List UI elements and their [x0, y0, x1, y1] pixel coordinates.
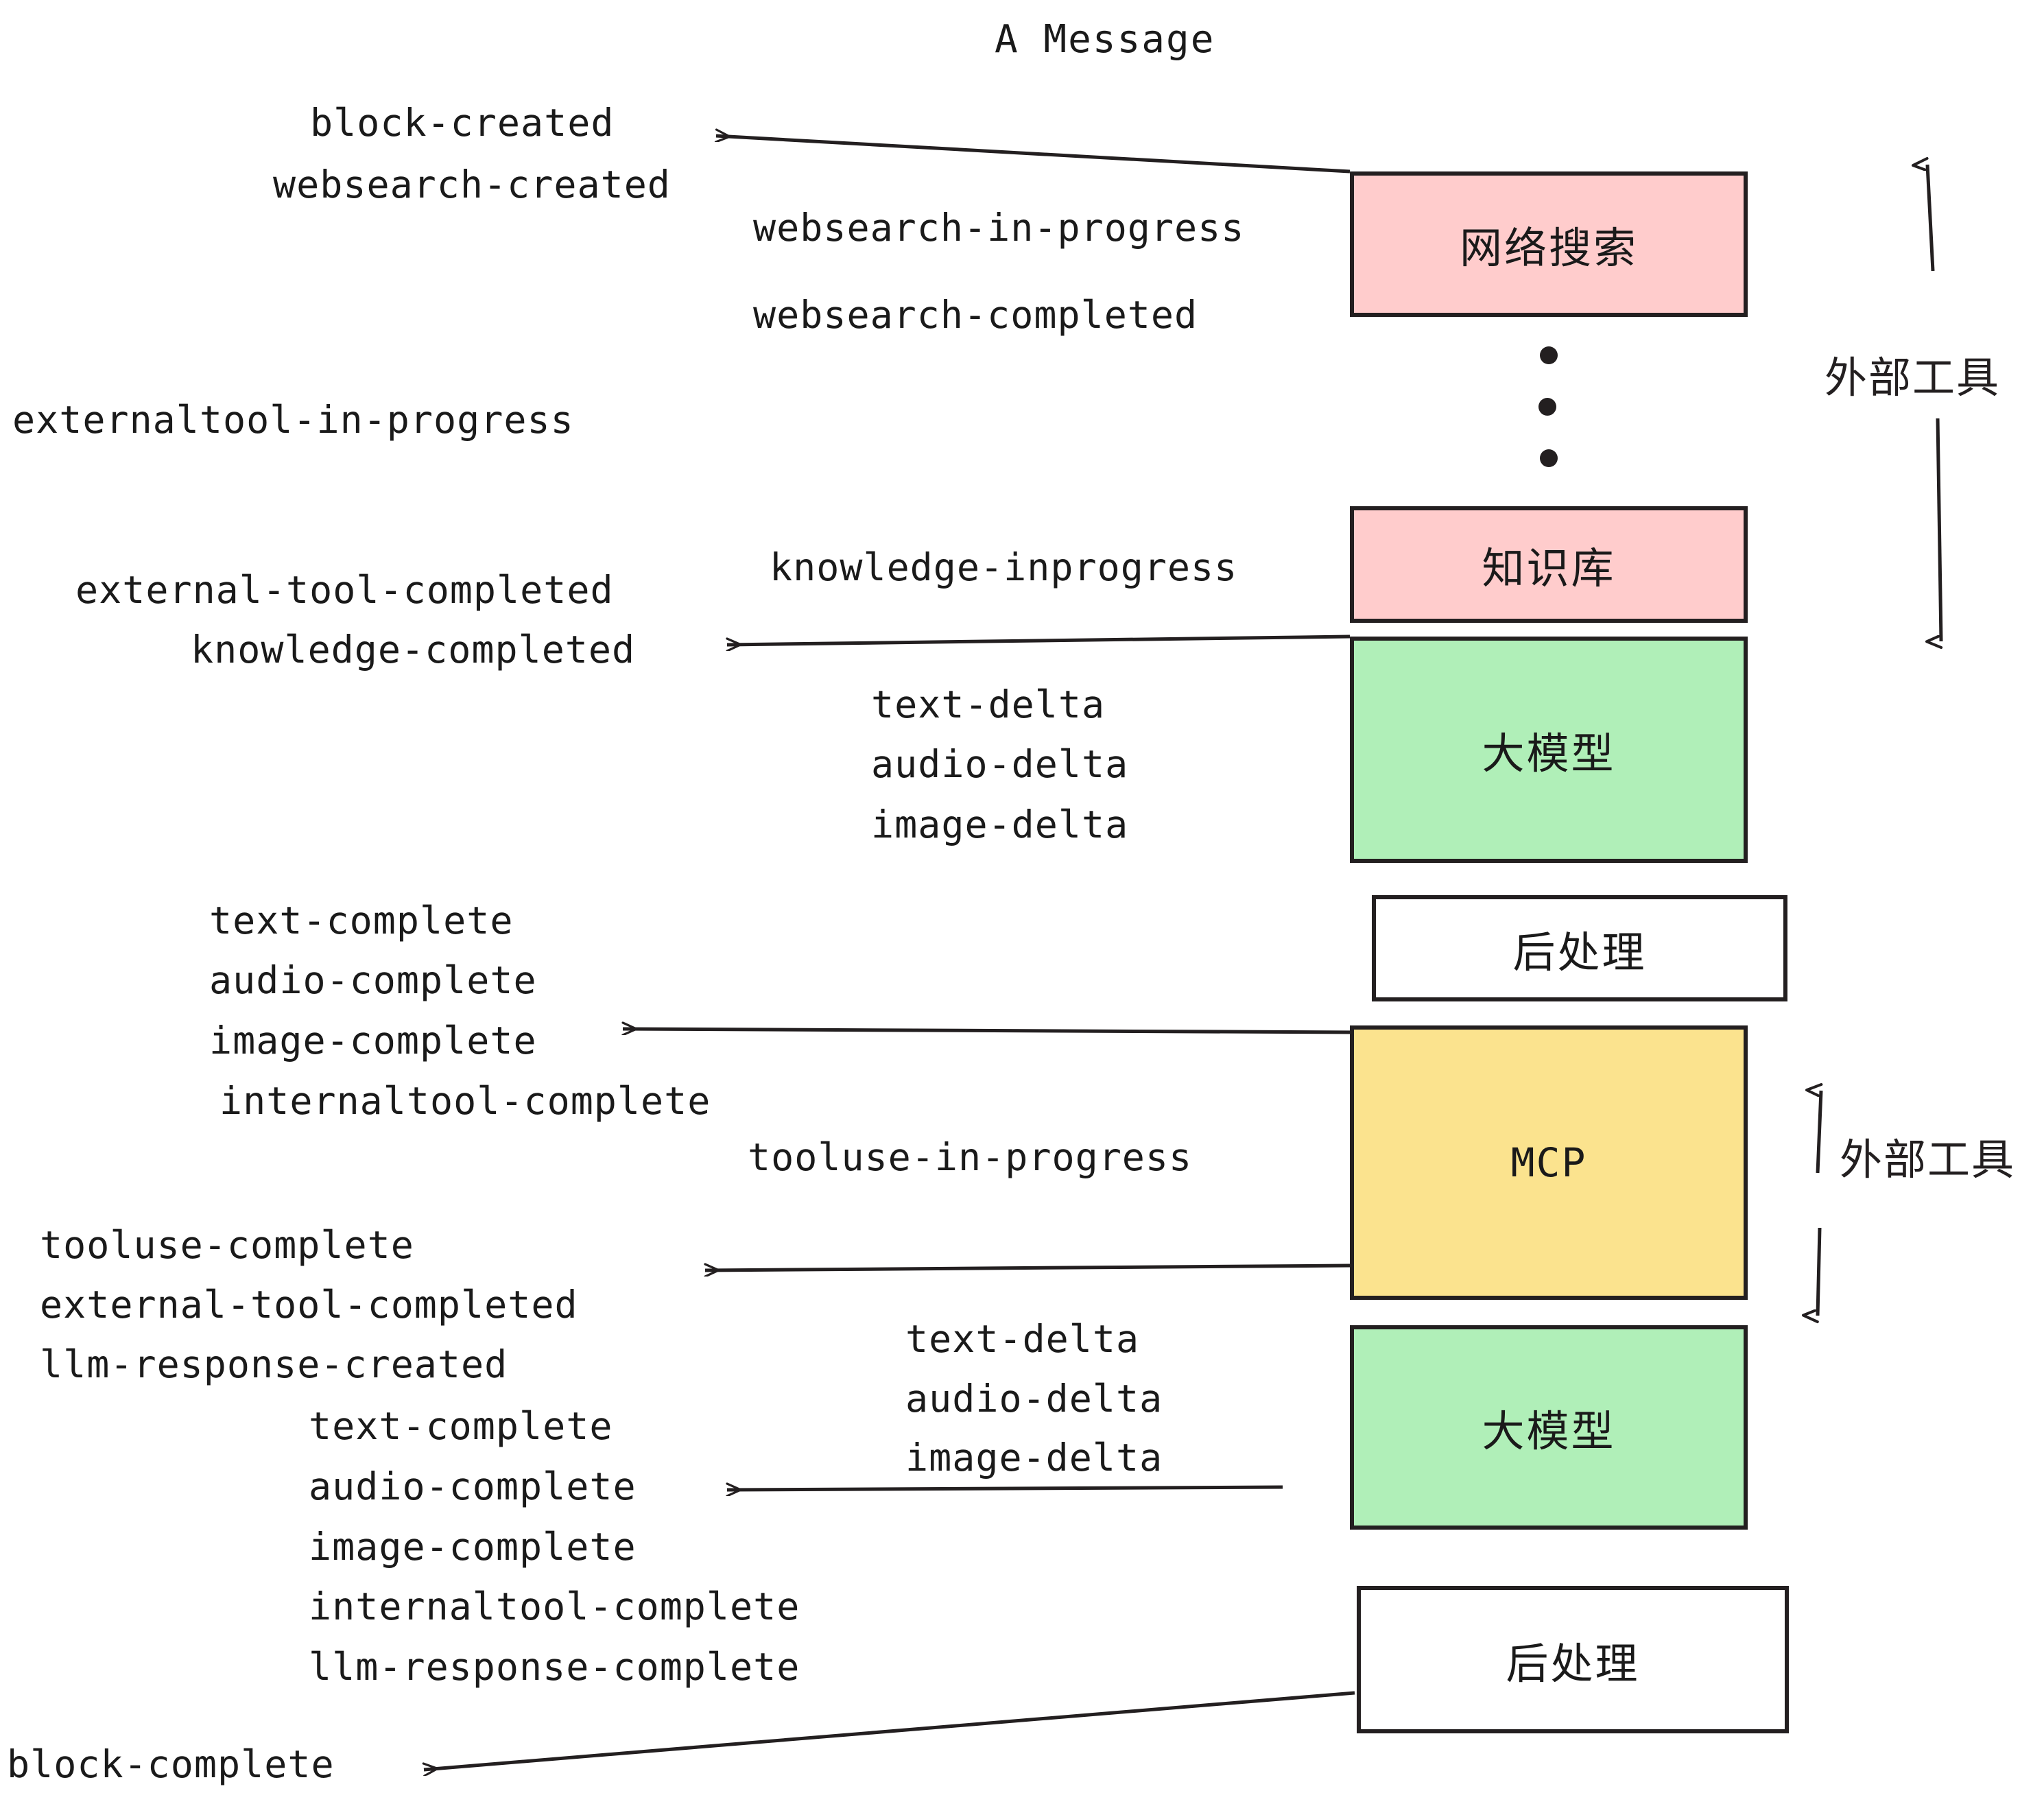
ellipsis-dot-1: [1540, 346, 1558, 364]
arrow-image-complete: [623, 1029, 1359, 1032]
arrow-websearch-created: [716, 136, 1351, 174]
event-text-delta-2: text-delta: [905, 1317, 1140, 1361]
event-tooluse-in-progress: tooluse-in-progress: [748, 1135, 1193, 1179]
event-text-complete-2: text-complete: [309, 1404, 613, 1448]
event-knowledge-completed: knowledge-completed: [191, 628, 636, 672]
event-websearch-in-progress: websearch-in-progress: [753, 206, 1245, 250]
event-llm-response-created: llm-response-created: [40, 1342, 508, 1386]
event-audio-delta-2: audio-delta: [905, 1377, 1163, 1421]
event-llm-response-complete: llm-response-complete: [309, 1645, 800, 1689]
event-externaltool-in-progress: externaltool-in-progress: [12, 398, 574, 442]
box-postprocess-2[interactable]: 后处理: [1357, 1586, 1789, 1733]
arrow-knowledge-completed: [727, 634, 1351, 645]
box-llm-1[interactable]: 大模型: [1350, 637, 1748, 863]
box-mcp[interactable]: MCP: [1350, 1025, 1748, 1300]
side-label-external-tools-bottom: 外部工具: [1840, 1135, 2016, 1185]
box-llm-2-label: 大模型: [1482, 1406, 1616, 1456]
event-external-tool-completed-2: external-tool-completed: [40, 1283, 578, 1327]
event-audio-delta-1: audio-delta: [871, 742, 1129, 786]
event-internaltool-complete-2: internaltool-complete: [309, 1585, 800, 1628]
arrow-block-complete: [424, 1691, 1355, 1770]
event-knowledge-inprogress: knowledge-inprogress: [770, 545, 1238, 589]
event-websearch-completed: websearch-completed: [753, 293, 1198, 337]
event-image-delta-2: image-delta: [905, 1436, 1163, 1480]
event-text-complete-1: text-complete: [209, 899, 514, 942]
external-tools-arrow-up-bottom: [1818, 1091, 1823, 1174]
box-knowledge-label: 知识库: [1482, 543, 1616, 593]
external-tools-arrow-down-bottom: [1818, 1227, 1822, 1316]
event-text-delta-1: text-delta: [871, 683, 1106, 726]
event-internaltool-complete-1: internaltool-complete: [219, 1079, 711, 1123]
event-block-complete: block-complete: [7, 1742, 335, 1786]
box-postprocess-2-label: 后处理: [1506, 1638, 1640, 1689]
ellipsis-dot-2: [1538, 398, 1556, 416]
event-websearch-created: websearch-created: [273, 163, 671, 206]
box-knowledge[interactable]: 知识库: [1350, 506, 1748, 623]
event-image-complete-2: image-complete: [309, 1525, 637, 1569]
arrow-audio-complete: [727, 1487, 1283, 1490]
event-image-delta-1: image-delta: [871, 803, 1129, 846]
box-llm-2[interactable]: 大模型: [1350, 1325, 1748, 1530]
side-label-external-tools-top: 外部工具: [1825, 353, 2001, 403]
box-mcp-label: MCP: [1510, 1139, 1587, 1186]
arrow-tooluse-complete: [705, 1266, 1351, 1270]
ellipsis-dot-3: [1540, 449, 1558, 467]
box-postprocess-1-label: 后处理: [1512, 927, 1647, 977]
external-tools-arrow-up-top: [1927, 165, 1935, 272]
box-websearch[interactable]: 网络搜索: [1350, 171, 1748, 317]
external-tools-arrow-down-top: [1938, 418, 1943, 641]
box-websearch-label: 网络搜索: [1459, 223, 1638, 273]
event-audio-complete-1: audio-complete: [209, 958, 537, 1002]
page-title: A Message: [995, 17, 1215, 62]
event-tooluse-complete: tooluse-complete: [40, 1223, 414, 1267]
box-llm-1-label: 大模型: [1482, 728, 1616, 779]
event-audio-complete-2: audio-complete: [309, 1464, 637, 1508]
event-block-created: block-created: [310, 101, 615, 145]
event-image-complete-1: image-complete: [209, 1019, 537, 1063]
box-postprocess-1[interactable]: 后处理: [1372, 895, 1787, 1001]
event-external-tool-completed-1: external-tool-completed: [75, 568, 614, 612]
